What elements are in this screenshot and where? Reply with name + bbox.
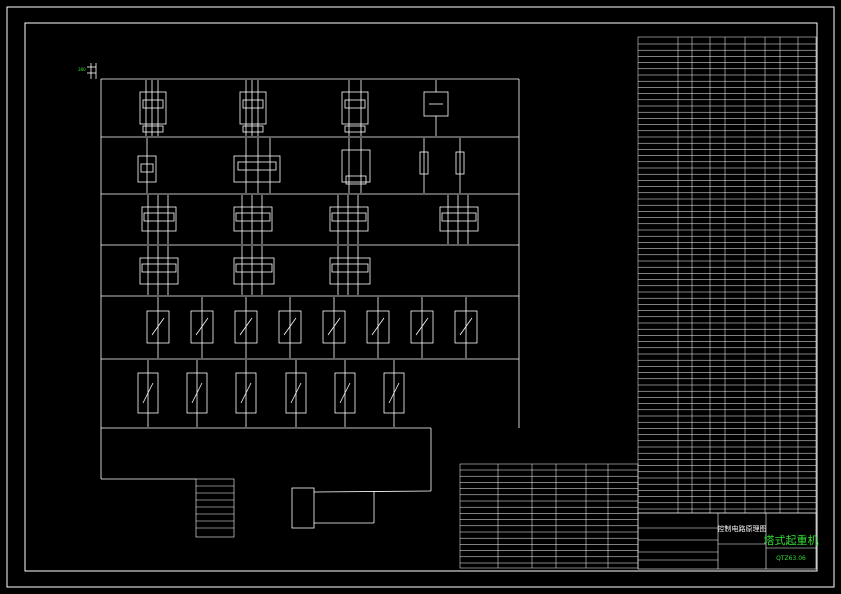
contactor-block: [141, 195, 177, 244]
drawing-title: 控制电路原理图: [718, 524, 767, 533]
pushbutton-switch: [137, 360, 159, 427]
limit-switch: [146, 297, 170, 358]
contactor-block: [139, 246, 179, 295]
contactor-block: [233, 246, 275, 295]
terminal-strip: [195, 478, 235, 538]
limit-switch: [366, 297, 390, 358]
row4-contactors: [139, 246, 371, 295]
row5-switches: [146, 297, 478, 358]
supply-label: 380: [78, 67, 86, 72]
contactor-block: [233, 138, 281, 193]
contactor-block: [329, 195, 369, 244]
component-list-table: [637, 36, 817, 514]
control-circuit: [87, 63, 520, 491]
title-block: [637, 512, 817, 570]
limit-switch: [234, 297, 258, 358]
limit-switch: [278, 297, 302, 358]
row2-contactors: [137, 138, 465, 193]
contactor-block: [329, 246, 371, 295]
pushbutton-switch: [334, 360, 356, 427]
row3-contactors: [141, 195, 479, 244]
pushbutton-switch: [186, 360, 208, 427]
machine-name: 塔式起重机: [764, 533, 819, 547]
limit-switch: [454, 297, 478, 358]
contactor-block: [139, 80, 167, 136]
contactor-block: [137, 138, 157, 193]
lower-component-table: [459, 463, 639, 569]
pushbutton-switch: [285, 360, 307, 427]
inner-frame: [24, 22, 818, 572]
contactor-block: [341, 138, 371, 193]
pushbutton-switch: [383, 360, 405, 427]
limit-switch: [410, 297, 434, 358]
contactor-block: [233, 195, 273, 244]
limit-switch: [322, 297, 346, 358]
pushbutton-switch: [235, 360, 257, 427]
limit-switch: [190, 297, 214, 358]
switch-element: [419, 138, 429, 193]
switch-element: [455, 138, 465, 193]
row1-contactors: [139, 80, 449, 136]
row6-switches: [137, 360, 405, 427]
relay-block: [423, 80, 449, 136]
contactor-block: [341, 80, 369, 136]
drawing-number: QTZ63.06: [776, 555, 806, 562]
outer-frame: [6, 6, 835, 588]
control-transformer: [291, 487, 432, 529]
contactor-block: [439, 195, 479, 244]
contactor-block: [239, 80, 267, 136]
